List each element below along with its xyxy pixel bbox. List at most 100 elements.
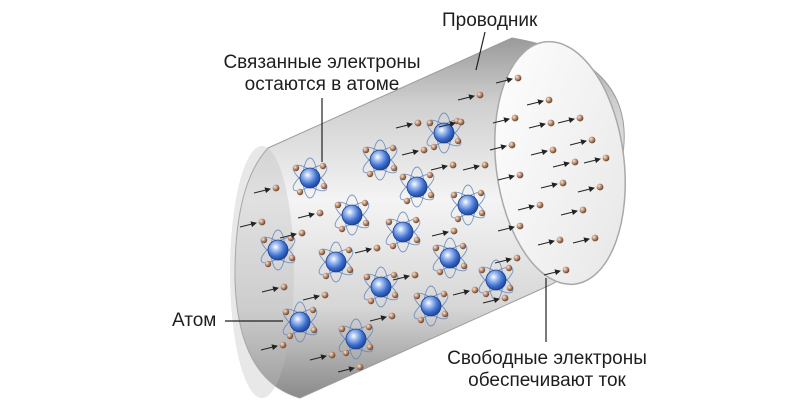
bound-electron — [366, 343, 374, 351]
free-electron — [272, 184, 280, 192]
bound-electron — [389, 144, 397, 152]
drift-arrow-icon — [583, 157, 601, 164]
bound-electron — [320, 182, 328, 190]
atom-icon — [292, 157, 328, 199]
drift-arrow-icon — [537, 239, 555, 246]
free-electron-icon — [431, 227, 458, 237]
drift-arrow-icon — [492, 117, 510, 124]
atom-icon — [362, 139, 398, 181]
free-electron — [280, 283, 288, 291]
atom-nucleus — [406, 176, 428, 198]
free-electron-icon — [557, 114, 584, 124]
drift-arrow-icon — [526, 99, 544, 106]
free-electron — [516, 171, 524, 179]
free-electron — [579, 206, 587, 214]
bound-electron — [286, 332, 294, 340]
drift-arrow-icon — [489, 144, 507, 151]
free-electron — [449, 161, 457, 169]
atom-icon — [399, 166, 435, 208]
free-electron-icon — [495, 74, 522, 84]
bound-electron — [319, 162, 327, 170]
free-electron — [316, 209, 324, 217]
atom-icon — [334, 194, 370, 236]
atom-nucleus — [341, 204, 363, 226]
bound-electron — [345, 246, 353, 254]
free-electron — [328, 351, 336, 359]
free-electron-icon — [526, 96, 553, 106]
bound-electron — [322, 272, 330, 280]
bound-electrons-line-2: остаются в атоме — [244, 74, 400, 95]
free-electron — [298, 229, 306, 237]
free-electron-icon — [430, 161, 457, 171]
conductor-left-end — [230, 146, 294, 398]
free-electron-icon — [517, 201, 544, 211]
drift-arrow-icon — [530, 149, 548, 156]
free-electron-icon — [494, 254, 521, 264]
atom-nucleus — [289, 311, 311, 333]
atom-nucleus — [370, 276, 392, 298]
atom-nucleus — [420, 295, 442, 317]
atom-nucleus — [433, 122, 455, 144]
bound-electron — [454, 215, 462, 223]
bound-electron — [460, 262, 468, 270]
free-electron — [576, 114, 584, 122]
free-electron-icon — [552, 158, 579, 168]
atom-nucleus — [369, 149, 391, 171]
free-electron-icon — [583, 154, 610, 164]
free-electron-icon — [489, 141, 516, 151]
free-electron-icon — [392, 271, 419, 281]
drift-arrow-icon — [543, 269, 561, 276]
drift-arrow-icon — [457, 94, 475, 101]
bound-electron — [412, 216, 420, 224]
bound-electron — [440, 290, 448, 298]
bound-electron — [390, 271, 398, 279]
free-electron-icon — [482, 294, 509, 304]
free-electron-icon — [497, 222, 524, 232]
drift-arrow-icon — [309, 354, 327, 361]
atom-label-text: Атом — [172, 310, 217, 331]
bound-electron — [334, 201, 342, 209]
drift-arrow-icon — [528, 122, 546, 129]
bound-electron — [342, 349, 350, 357]
bound-electron — [310, 326, 318, 334]
free-electron — [481, 161, 489, 169]
free-electron-icon — [492, 114, 519, 124]
free-electron — [556, 236, 564, 244]
drift-arrow-icon — [497, 225, 515, 232]
bound-electron — [390, 164, 398, 172]
drift-arrow-icon — [260, 344, 278, 351]
drift-arrow-icon — [239, 221, 257, 228]
atoms-group — [260, 112, 514, 360]
drift-arrow-icon — [495, 77, 513, 84]
drift-arrow-icon — [354, 247, 372, 254]
drift-arrow-icon — [462, 164, 480, 171]
drift-arrow-icon — [557, 117, 575, 124]
conductor-label-text: Проводник — [442, 10, 538, 31]
bound-electron — [309, 306, 317, 314]
atom-nucleus — [392, 221, 414, 243]
bound-electron — [454, 137, 462, 145]
free-electrons-line-2: обеспечивают ток — [468, 370, 626, 391]
free-electron — [513, 254, 521, 262]
free-electrons-group — [239, 74, 610, 373]
bound-electron — [427, 191, 435, 199]
free-electron — [588, 136, 596, 144]
bound-electron — [288, 254, 296, 262]
bound-electron — [450, 191, 458, 199]
free-electron — [450, 227, 458, 235]
free-electron-icon — [528, 119, 555, 129]
free-electron-icon — [354, 244, 381, 254]
drift-arrow-icon — [540, 182, 558, 189]
free-electron — [471, 286, 479, 294]
drift-arrow-icon — [431, 230, 449, 237]
bound-electron — [403, 197, 411, 205]
atom-nucleus — [325, 251, 347, 273]
drift-arrow-icon — [577, 186, 595, 193]
drift-arrow-icon — [438, 121, 456, 128]
drift-arrow-icon — [261, 286, 279, 293]
free-electron — [420, 146, 428, 154]
bound-electron — [367, 297, 375, 305]
free-electron — [571, 158, 579, 166]
drift-arrow-icon — [517, 204, 535, 211]
atom-icon — [450, 184, 486, 226]
